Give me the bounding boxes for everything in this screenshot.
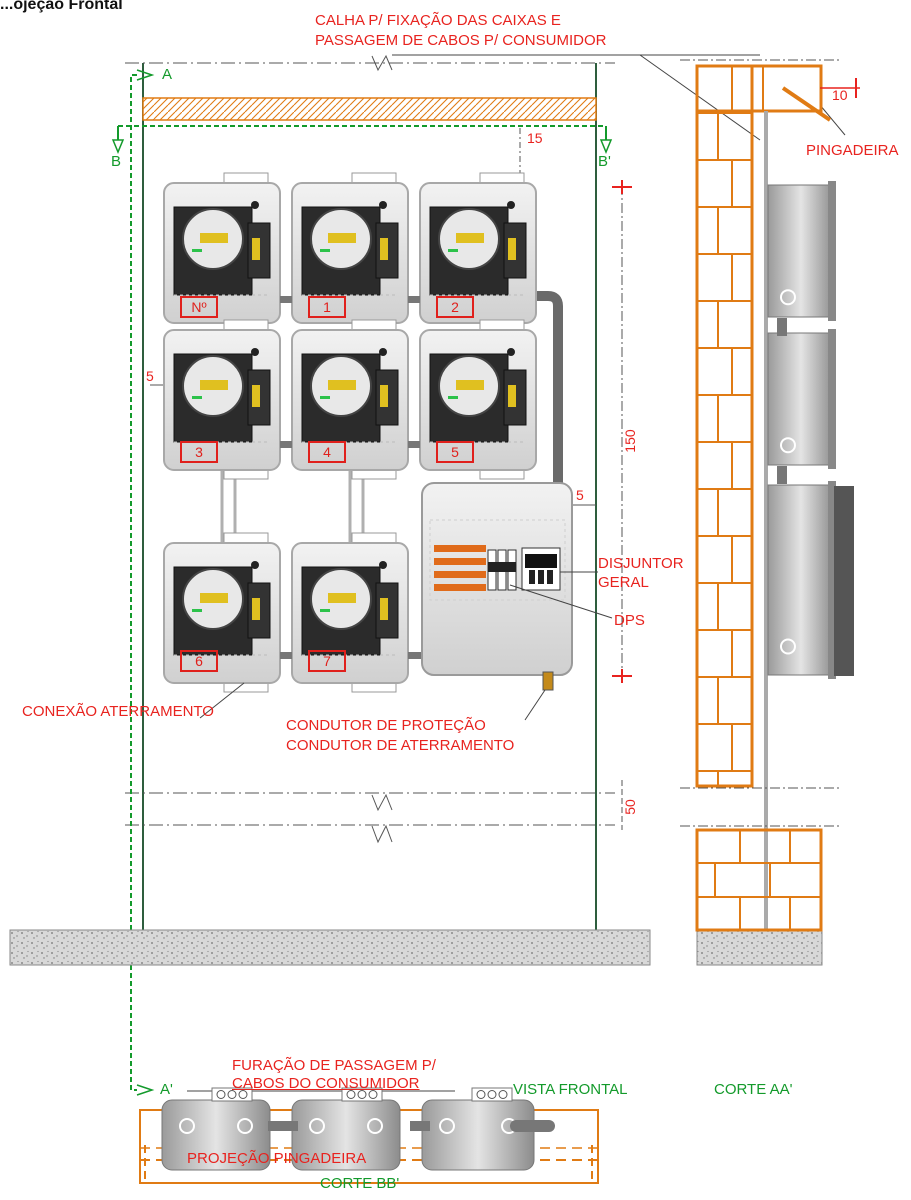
plan-meter-box xyxy=(291,1087,401,1171)
dim-5-left: 5 xyxy=(146,368,154,384)
ground-strip-section xyxy=(696,929,823,966)
side-meter-box xyxy=(767,329,836,469)
ground-strip-front xyxy=(9,929,651,966)
meter-label-1: 1 xyxy=(308,296,346,318)
meter-label-6: 6 xyxy=(180,650,218,672)
wall-lower xyxy=(695,828,823,932)
label-projecao-pingadeira: PROJEÇÃO PINGADEIRA xyxy=(187,1150,367,1167)
side-meter-box xyxy=(767,181,836,321)
meter-connector xyxy=(408,652,422,659)
label-dps: DPS xyxy=(614,612,645,629)
meter-connector xyxy=(280,652,292,659)
meter-box xyxy=(163,172,281,333)
section-bb-plan xyxy=(139,1087,599,1184)
label-furacao-line1: FURAÇÃO DE PASSAGEM P/ xyxy=(232,1057,436,1074)
label-condutor-line2: CONDUTOR DE ATERRAMENTO xyxy=(286,737,515,754)
section-mark-a-prime: A' xyxy=(160,1081,173,1098)
meter-label-3: 3 xyxy=(180,441,218,463)
meter-box xyxy=(163,532,281,693)
title-corte-aa: CORTE AA' xyxy=(714,1081,793,1098)
meter-connector xyxy=(408,296,420,303)
panel-side-door xyxy=(834,486,854,676)
section-line-aa xyxy=(130,69,155,1096)
plan-meter-box xyxy=(161,1087,271,1171)
meter-connector xyxy=(280,296,292,303)
meter-box xyxy=(419,319,537,480)
label-disjuntor-line1: DISJUNTOR xyxy=(598,555,684,572)
dim-5-right: 5 xyxy=(576,487,584,503)
meter-label-n: Nº xyxy=(180,296,218,318)
meter-connector xyxy=(408,441,420,448)
page-title: ...ojeção Frontal xyxy=(0,0,123,13)
dim-10: 10 xyxy=(832,87,848,103)
plan-meter-box xyxy=(421,1087,535,1171)
meter-label-7: 7 xyxy=(308,650,346,672)
side-connector xyxy=(777,318,787,336)
meter-label-4: 4 xyxy=(308,441,346,463)
dim-150: 150 xyxy=(622,429,638,453)
calha-trough xyxy=(142,97,597,121)
meter-connector xyxy=(280,441,292,448)
dim-50: 50 xyxy=(622,799,638,815)
label-calha-line2: PASSAGEM DE CABOS P/ CONSUMIDOR xyxy=(315,32,607,49)
meter-box xyxy=(291,532,409,693)
dim-15: 15 xyxy=(527,130,543,146)
label-disjuntor-line2: GERAL xyxy=(598,574,649,591)
meter-label-5: 5 xyxy=(436,441,474,463)
pingadeira-line xyxy=(781,86,832,122)
label-calha-line1: CALHA P/ FIXAÇÃO DAS CAIXAS E xyxy=(315,12,561,29)
label-pingadeira: PINGADEIRA xyxy=(806,142,899,159)
main-panel xyxy=(421,482,573,691)
label-conexao-aterramento: CONEXÃO ATERRAMENTO xyxy=(22,703,214,720)
meter-box xyxy=(291,172,409,333)
section-mark-a: A xyxy=(162,66,173,83)
label-furacao-line2: CABOS DO CONSUMIDOR xyxy=(232,1075,420,1092)
dimension-lines xyxy=(150,128,632,830)
section-line-bb xyxy=(111,125,613,154)
side-meter-box xyxy=(767,481,836,679)
meter-label-2: 2 xyxy=(436,296,474,318)
wall-cap xyxy=(695,64,823,113)
section-mark-b: B xyxy=(111,153,122,170)
meter-box xyxy=(163,319,281,480)
meter-box xyxy=(291,319,409,480)
wall-section-aa xyxy=(680,59,860,932)
dps-modules xyxy=(487,549,517,591)
label-condutor-line1: CONDUTOR DE PROTEÇÃO xyxy=(286,717,486,734)
side-connector xyxy=(777,466,787,484)
front-view-frame xyxy=(125,54,615,930)
main-breaker xyxy=(521,547,561,591)
leader-lines xyxy=(199,54,846,721)
title-vista-frontal: VISTA FRONTAL xyxy=(513,1081,628,1098)
title-corte-bb: CORTE BB' xyxy=(320,1175,400,1192)
meter-boxes xyxy=(163,172,537,693)
busbar-bars xyxy=(434,545,486,591)
section-mark-b-prime: B' xyxy=(598,153,611,170)
conduit-pipe xyxy=(535,291,563,486)
